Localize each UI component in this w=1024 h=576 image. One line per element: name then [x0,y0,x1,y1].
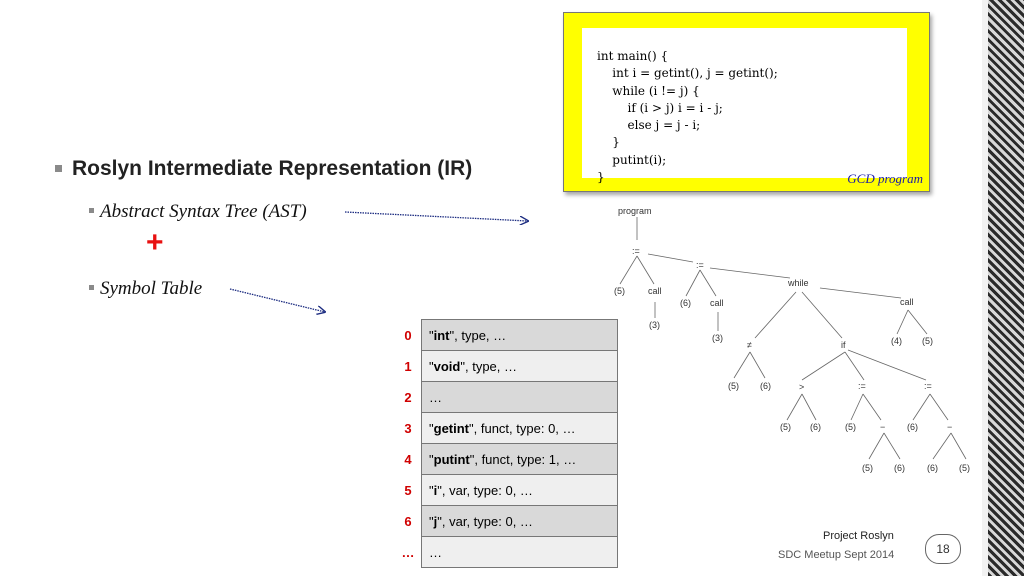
node-leaf: (5) [862,463,873,473]
code-panel: int main() { int i = getint(), j = getin… [563,12,930,192]
ast-bullet-text: Abstract Syntax Tree (AST) [100,201,307,222]
symbol-attrs: , var, type: 0, … [441,513,533,529]
symbol-name: putint [433,451,470,467]
node-assign: := [696,260,704,270]
table-row: 3 "getint", funct, type: 0, … [395,412,618,444]
row-index: 2 [404,389,412,405]
symbol-name: void [433,358,461,374]
table-row: 5 "i", var, type: 0, … [395,474,618,506]
ast-arrow [344,211,528,221]
node-leaf: (5) [959,463,970,473]
node-assign: := [632,246,640,256]
table-row: 2… [395,381,618,413]
symbol-attrs: , var, type: 0, … [441,482,533,498]
node-program: program [618,206,652,216]
bullet-square-icon [89,208,94,213]
symbol-attrs: , funct, type: 1, … [474,451,577,467]
row-entry: … [421,381,618,413]
node-call: call [648,286,662,296]
node-leaf: (5) [922,336,933,346]
node-minus: − [947,422,952,432]
code-inner: int main() { int i = getint(), j = getin… [582,28,907,184]
node-call: call [900,297,914,307]
node-leaf: (5) [614,286,625,296]
node-leaf: (5) [780,422,791,432]
node-leaf: (4) [891,336,902,346]
node-while: while [787,278,809,288]
bullet-square-icon [89,285,94,290]
row-index: 1 [404,358,412,374]
node-leaf: (3) [649,320,660,330]
node-leaf: (5) [728,381,739,391]
row-entry: "getint", funct, type: 0, … [421,412,618,444]
bullet-square-icon [55,165,62,172]
symbol-attrs: , funct, type: 0, … [473,420,576,436]
symbol-attrs: … [429,389,442,405]
footer-project: Project Roslyn [823,530,894,542]
row-index: 0 [404,327,412,343]
row-entry: "putint", funct, type: 1, … [421,443,618,475]
row-entry: "i", var, type: 0, … [421,474,618,506]
main-bullet-text: Roslyn Intermediate Representation (IR) [72,157,473,180]
row-index: 3 [404,420,412,436]
node-minus: − [880,422,885,432]
code-caption: GCD program [847,171,923,186]
row-index: … [401,544,415,560]
symbol-attrs: , type, … [454,327,507,343]
node-gt: > [799,382,804,392]
row-index: 6 [404,513,412,529]
symbol-name: j [433,513,438,529]
node-call: call [710,298,724,308]
symbol-name: getint [433,420,470,436]
plus-sign: + [146,226,164,259]
table-row: 6 "j", var, type: 0, … [395,505,618,537]
symtab-bullet-text: Symbol Table [100,278,203,299]
row-entry: "int", type, … [421,319,618,351]
node-leaf: (6) [927,463,938,473]
row-entry: … [421,536,618,568]
symbol-table: 0"int", type, …1"void", type, …2…3"getin… [395,319,618,568]
node-leaf: (6) [680,298,691,308]
node-leaf: (6) [760,381,771,391]
code-listing: int main() { int i = getint(), j = getin… [597,49,778,185]
symbol-attrs: … [429,544,442,560]
node-leaf: (6) [894,463,905,473]
row-entry: "j", var, type: 0, … [421,505,618,537]
node-assign: := [858,381,866,391]
decorative-stripe [988,0,1024,576]
row-index: 4 [404,451,412,467]
symbol-name: i [433,482,438,498]
table-row: …… [395,536,618,568]
side-edge [982,0,988,576]
table-row: 0 "int", type, … [395,319,618,351]
node-if: if [841,340,846,350]
table-row: 1 "void", type, … [395,350,618,382]
node-leaf: (5) [845,422,856,432]
row-entry: "void", type, … [421,350,618,382]
node-leaf: (6) [810,422,821,432]
footer-event: SDC Meetup Sept 2014 [778,549,895,561]
node-leaf: (3) [712,333,723,343]
ast-tree-diagram: program := (5) call (3) := (6) call (3) … [614,206,970,473]
symbol-attrs: , type, … [464,358,518,374]
page-number: 18 [925,534,961,564]
node-assign: := [924,381,932,391]
node-leaf: (6) [907,422,918,432]
table-row: 4 "putint", funct, type: 1, … [395,443,618,475]
symbol-name: int [433,327,450,343]
row-index: 5 [404,482,412,498]
symtab-arrow [229,288,325,312]
node-neq: ≠ [747,340,752,350]
